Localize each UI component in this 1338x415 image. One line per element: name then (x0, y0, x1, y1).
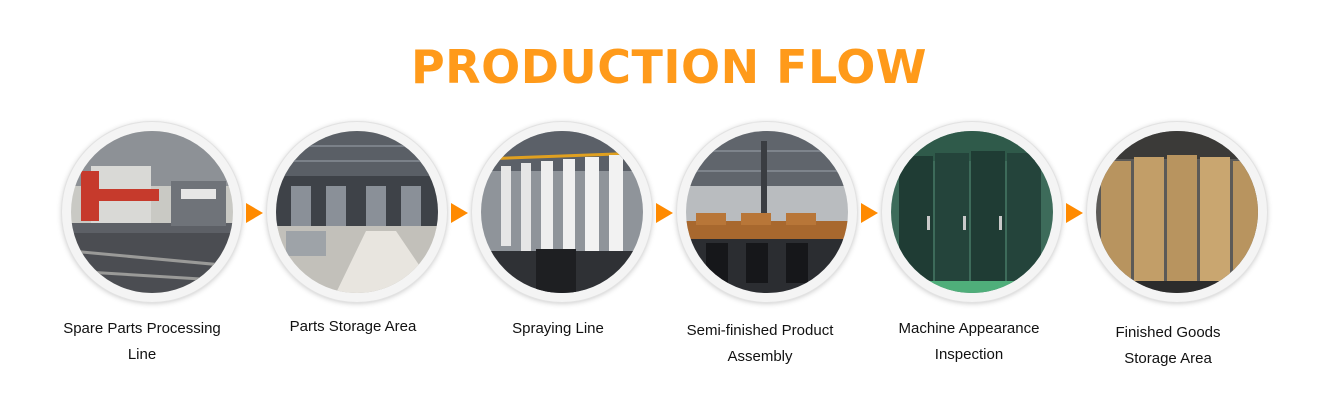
appearance-inspection-photo (891, 131, 1053, 293)
label-line: Inspection (934, 346, 1004, 363)
label-line: Semi-finished Product (686, 322, 834, 339)
step-label-finished-goods-storage: Finished Goods Storage Area (1063, 320, 1273, 372)
step-spraying-line (472, 122, 652, 302)
arrow-icon (451, 203, 468, 223)
label-line: Assembly (727, 348, 793, 365)
step-parts-storage (267, 122, 447, 302)
label-line: Storage Area (1124, 350, 1212, 367)
label-line: Spraying Line (512, 320, 604, 337)
label-line: Parts Storage Area (289, 318, 417, 335)
step-finished-goods-storage (1087, 122, 1267, 302)
arrow-icon (861, 203, 878, 223)
parts-storage-photo (276, 131, 438, 293)
arrow-icon (246, 203, 263, 223)
step-label-appearance-inspection: Machine Appearance Inspection (864, 316, 1074, 368)
step-appearance-inspection (882, 122, 1062, 302)
step-spare-parts-processing (62, 122, 242, 302)
arrow-icon (656, 203, 673, 223)
page-title: PRODUCTION FLOW (410, 40, 928, 94)
finished-goods-storage-photo (1096, 131, 1258, 293)
label-line: Line (127, 346, 157, 363)
label-line: Machine Appearance (898, 320, 1040, 337)
arrow-icon (1066, 203, 1083, 223)
label-line: Spare Parts Processing (63, 320, 221, 337)
spraying-line-photo (481, 131, 643, 293)
step-semi-finished-assembly (677, 122, 857, 302)
step-label-semi-finished-assembly: Semi-finished Product Assembly (655, 318, 865, 370)
step-label-parts-storage: Parts Storage Area (248, 314, 458, 340)
label-line: Finished Goods (1115, 324, 1221, 341)
step-label-spraying-line: Spraying Line (453, 316, 663, 342)
semi-finished-assembly-photo (686, 131, 848, 293)
step-label-spare-parts-processing: Spare Parts Processing Line (37, 316, 247, 368)
spare-parts-processing-photo (71, 131, 233, 293)
